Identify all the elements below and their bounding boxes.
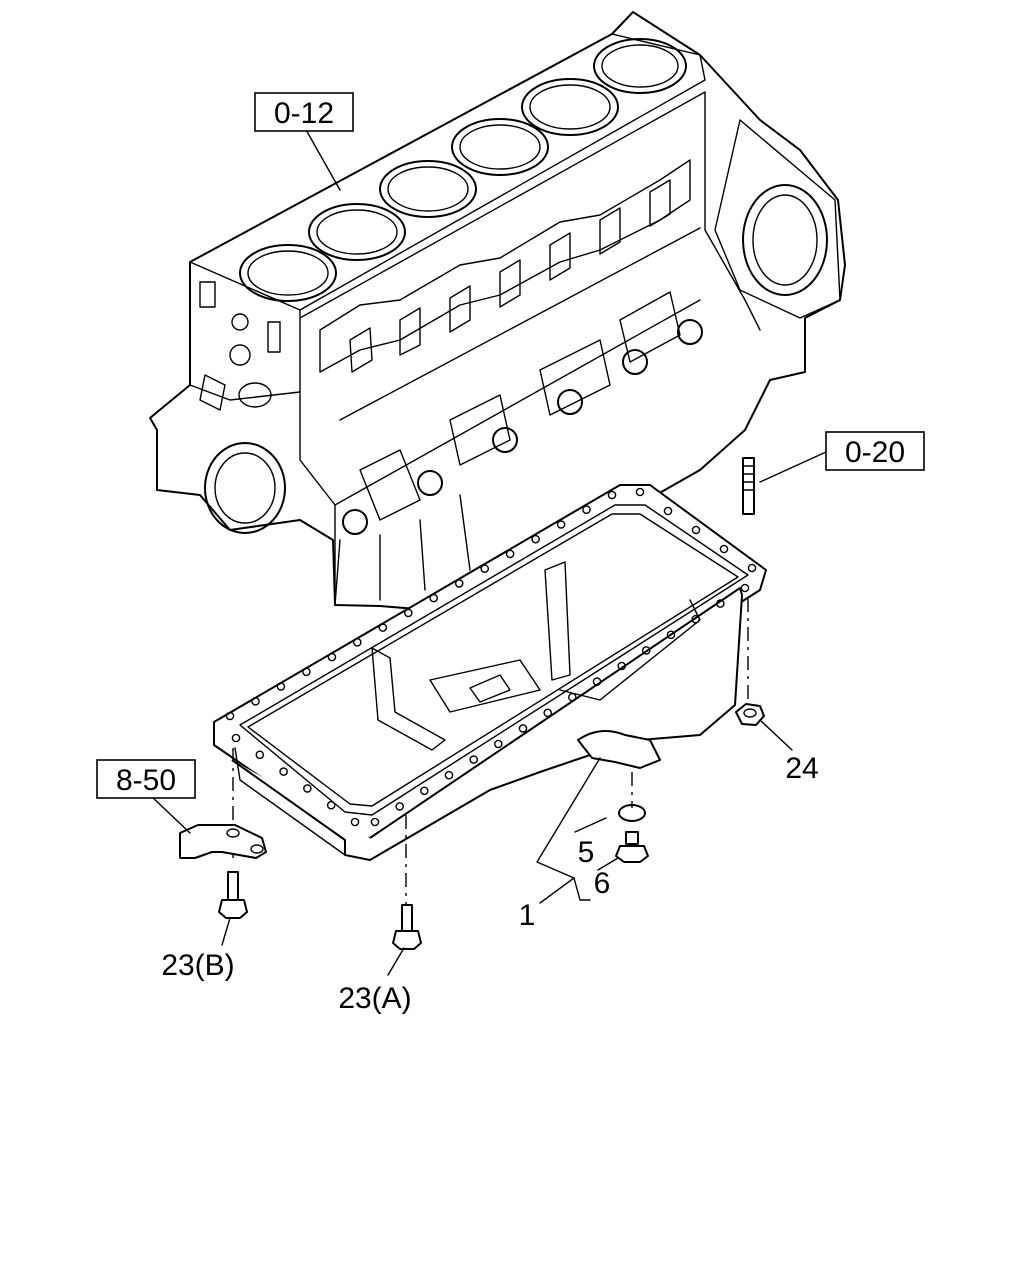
drain-plug xyxy=(615,831,649,863)
bolt-hole xyxy=(556,520,566,529)
bolt-hole xyxy=(326,800,336,810)
bolt-hole xyxy=(740,583,750,593)
bolt-b xyxy=(218,871,248,919)
ref-box-bracket: 8-50 xyxy=(96,759,196,799)
bolt-hole xyxy=(666,630,676,640)
bolt-hole xyxy=(419,786,429,796)
bolt-hole xyxy=(582,505,591,515)
cylinder-bores xyxy=(239,38,687,302)
bolt-hole xyxy=(225,711,235,721)
bolt-hole xyxy=(454,579,464,588)
oil-pan xyxy=(213,484,767,861)
bolt-hole xyxy=(543,708,553,718)
bolt-hole xyxy=(378,623,388,632)
flange-bolt-holes xyxy=(225,487,757,827)
ref-box-engine-block: 0-12 xyxy=(254,92,354,132)
bolt-hole xyxy=(531,534,540,544)
bolt-hole xyxy=(327,652,337,662)
bolt-hole xyxy=(350,817,360,827)
bolt-hole xyxy=(279,767,288,776)
bolt-hole xyxy=(255,750,265,760)
bolt-hole xyxy=(370,817,380,827)
bolt-hole xyxy=(716,599,725,608)
bolt-hole xyxy=(231,733,241,743)
bolt-hole xyxy=(251,697,260,706)
bolt-hole xyxy=(592,677,602,686)
bolt-hole xyxy=(617,661,627,671)
bolt-hole xyxy=(747,563,757,573)
bolt-hole xyxy=(493,739,503,749)
bolt-hole xyxy=(444,770,454,780)
callout-drain-plug: 6 xyxy=(594,867,611,900)
bolt-hole xyxy=(429,593,439,603)
callout-bolt-b: 23(B) xyxy=(161,949,234,982)
flange-nut xyxy=(735,703,765,726)
bracket xyxy=(179,824,267,859)
bolt-hole xyxy=(480,564,490,574)
bolt-hole xyxy=(469,755,479,764)
bolt-hole xyxy=(719,544,729,554)
ref-stud-label: 0-20 xyxy=(845,436,905,469)
callout-bolt-a: 23(A) xyxy=(338,982,411,1015)
bolt-hole xyxy=(518,724,528,733)
bolt-hole xyxy=(505,549,515,559)
callout-oil-pan: 1 xyxy=(519,899,536,932)
bolt-hole xyxy=(691,525,701,535)
bolt-hole xyxy=(635,487,645,497)
callout-nut: 24 xyxy=(785,752,818,785)
ref-bracket-label: 8-50 xyxy=(116,764,176,797)
callout-gasket-ring: 5 xyxy=(578,836,595,869)
bolt-hole xyxy=(568,692,577,702)
stud xyxy=(742,457,755,515)
bolt-hole xyxy=(403,608,413,618)
bolt-hole xyxy=(663,506,673,516)
bolt-hole xyxy=(691,614,701,624)
bolt-hole xyxy=(607,490,617,500)
ref-engine-block-label: 0-12 xyxy=(274,97,334,130)
gasket-ring xyxy=(618,804,646,822)
bolt-hole xyxy=(276,682,286,691)
bolt-hole xyxy=(303,784,312,793)
leader-lines xyxy=(149,127,827,976)
bolt-hole xyxy=(352,638,362,647)
bolt-hole xyxy=(395,802,405,811)
engine-block xyxy=(149,11,846,611)
bolt-hole xyxy=(302,667,311,677)
bolt-hole xyxy=(642,646,651,655)
bolt-a xyxy=(392,904,422,950)
ref-box-stud: 0-20 xyxy=(825,431,925,471)
